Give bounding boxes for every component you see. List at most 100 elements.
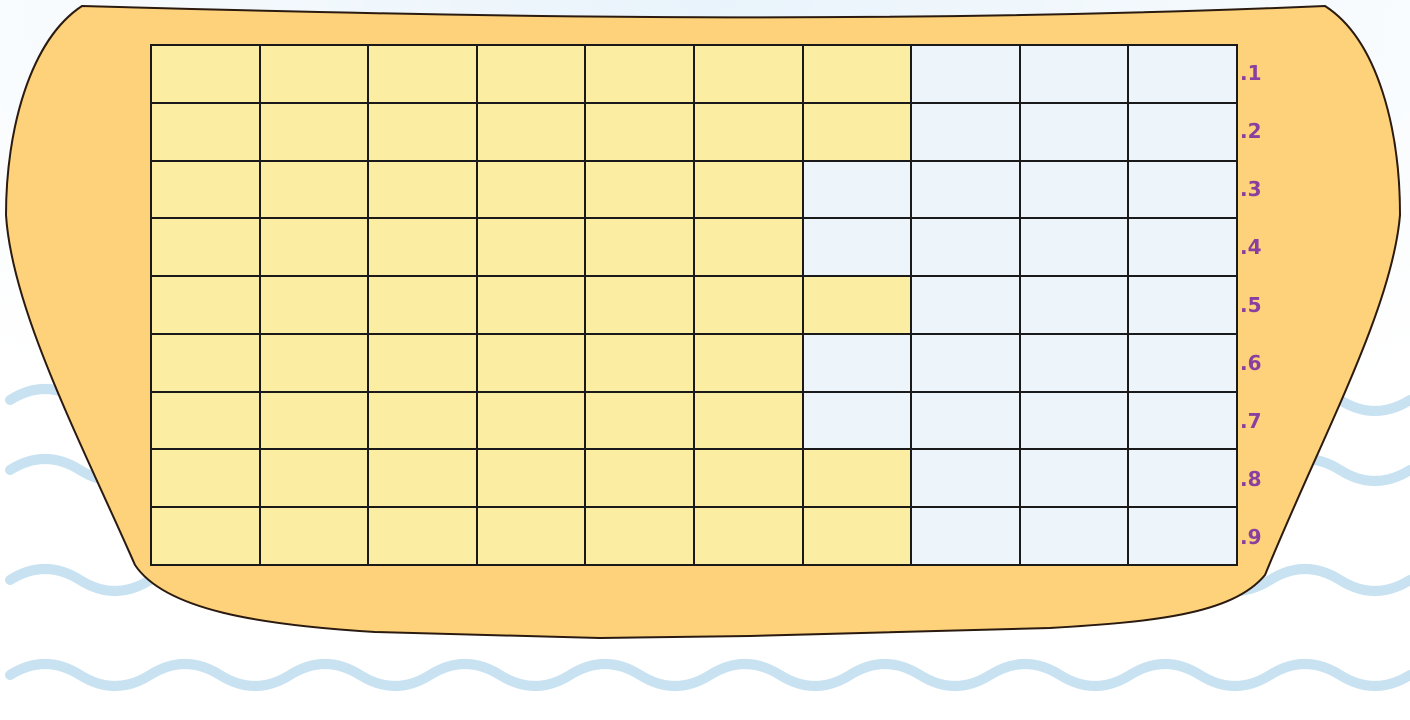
grid-cell[interactable] xyxy=(912,508,1019,564)
grid-cell[interactable] xyxy=(478,335,585,391)
grid-cell[interactable] xyxy=(369,393,476,449)
row-labels: .1.2.3.4.5.6.7.8.9 xyxy=(1240,44,1290,566)
grid-cell[interactable] xyxy=(804,393,911,449)
grid-cell[interactable] xyxy=(1129,393,1236,449)
grid-cell[interactable] xyxy=(152,104,259,160)
grid-cell[interactable] xyxy=(369,46,476,102)
grid-cell[interactable] xyxy=(1021,277,1128,333)
grid-cell[interactable] xyxy=(586,335,693,391)
grid-cell[interactable] xyxy=(695,277,802,333)
grid-cell[interactable] xyxy=(804,450,911,506)
grid-cell[interactable] xyxy=(695,46,802,102)
grid-cell[interactable] xyxy=(912,277,1019,333)
row-label: .1 xyxy=(1240,44,1290,102)
grid-cell[interactable] xyxy=(152,508,259,564)
grid-cell[interactable] xyxy=(804,104,911,160)
row-label: .9 xyxy=(1240,508,1290,566)
grid-cell[interactable] xyxy=(152,219,259,275)
grid-cell[interactable] xyxy=(261,219,368,275)
row-label: .3 xyxy=(1240,160,1290,218)
grid-cell[interactable] xyxy=(586,219,693,275)
grid-cell[interactable] xyxy=(1021,393,1128,449)
grid-cell[interactable] xyxy=(1021,450,1128,506)
grid-cell[interactable] xyxy=(1129,277,1236,333)
grid-cell[interactable] xyxy=(912,335,1019,391)
grid-cell[interactable] xyxy=(586,393,693,449)
grid-cell[interactable] xyxy=(1021,219,1128,275)
grid-cell[interactable] xyxy=(1129,104,1236,160)
grid-cell[interactable] xyxy=(586,46,693,102)
grid-cell[interactable] xyxy=(586,104,693,160)
row-label: .2 xyxy=(1240,102,1290,160)
grid-cell[interactable] xyxy=(586,162,693,218)
grid-cell[interactable] xyxy=(586,277,693,333)
grid-cell[interactable] xyxy=(261,450,368,506)
grid-cell[interactable] xyxy=(369,508,476,564)
grid-cell[interactable] xyxy=(586,450,693,506)
grid-cell[interactable] xyxy=(478,393,585,449)
grid-cell[interactable] xyxy=(695,335,802,391)
grid-cell[interactable] xyxy=(369,219,476,275)
grid-cell[interactable] xyxy=(804,219,911,275)
grid-cell[interactable] xyxy=(261,277,368,333)
grid-cell[interactable] xyxy=(1021,104,1128,160)
grid-cell[interactable] xyxy=(152,162,259,218)
grid-cell[interactable] xyxy=(152,393,259,449)
grid-cell[interactable] xyxy=(912,393,1019,449)
grid-cell[interactable] xyxy=(695,104,802,160)
grid-cell[interactable] xyxy=(912,46,1019,102)
grid-cell[interactable] xyxy=(695,162,802,218)
grid-cell[interactable] xyxy=(261,335,368,391)
grid-cell[interactable] xyxy=(152,277,259,333)
grid-cell[interactable] xyxy=(804,335,911,391)
grid-cell[interactable] xyxy=(369,104,476,160)
grid-cell[interactable] xyxy=(912,162,1019,218)
grid-cell[interactable] xyxy=(369,277,476,333)
row-label: .5 xyxy=(1240,276,1290,334)
grid-cell[interactable] xyxy=(478,162,585,218)
grid-cell[interactable] xyxy=(478,277,585,333)
grid-cell[interactable] xyxy=(1129,450,1236,506)
grid-cell[interactable] xyxy=(152,46,259,102)
grid-cell[interactable] xyxy=(261,508,368,564)
row-label: .4 xyxy=(1240,218,1290,276)
grid-cell[interactable] xyxy=(152,335,259,391)
grid-cell[interactable] xyxy=(912,450,1019,506)
grid-cell[interactable] xyxy=(369,450,476,506)
grid-cell[interactable] xyxy=(912,104,1019,160)
grid-cell[interactable] xyxy=(478,104,585,160)
grid-cell[interactable] xyxy=(804,162,911,218)
grid-cell[interactable] xyxy=(804,508,911,564)
grid-cell[interactable] xyxy=(1129,219,1236,275)
row-label: .8 xyxy=(1240,450,1290,508)
grid-cell[interactable] xyxy=(478,508,585,564)
grid-cell[interactable] xyxy=(261,104,368,160)
grid-cell[interactable] xyxy=(804,277,911,333)
decimal-grid xyxy=(150,44,1238,566)
grid-cell[interactable] xyxy=(695,450,802,506)
grid-cell[interactable] xyxy=(586,508,693,564)
grid-cell[interactable] xyxy=(1021,335,1128,391)
grid-cell[interactable] xyxy=(478,46,585,102)
grid-cell[interactable] xyxy=(1129,46,1236,102)
grid-cell[interactable] xyxy=(1129,335,1236,391)
grid-cell[interactable] xyxy=(912,219,1019,275)
grid-cell[interactable] xyxy=(1021,46,1128,102)
grid-cell[interactable] xyxy=(261,393,368,449)
grid-cell[interactable] xyxy=(1129,162,1236,218)
grid-cell[interactable] xyxy=(1129,508,1236,564)
grid-cell[interactable] xyxy=(695,508,802,564)
grid-cell[interactable] xyxy=(261,46,368,102)
grid-cell[interactable] xyxy=(261,162,368,218)
grid-cell[interactable] xyxy=(695,393,802,449)
grid-cell[interactable] xyxy=(478,219,585,275)
grid-cell[interactable] xyxy=(1021,162,1128,218)
grid-cell[interactable] xyxy=(369,162,476,218)
grid-cell[interactable] xyxy=(369,335,476,391)
grid-cell[interactable] xyxy=(695,219,802,275)
grid-cell[interactable] xyxy=(478,450,585,506)
grid-cell[interactable] xyxy=(1021,508,1128,564)
grid-cell[interactable] xyxy=(804,46,911,102)
grid-cell[interactable] xyxy=(152,450,259,506)
